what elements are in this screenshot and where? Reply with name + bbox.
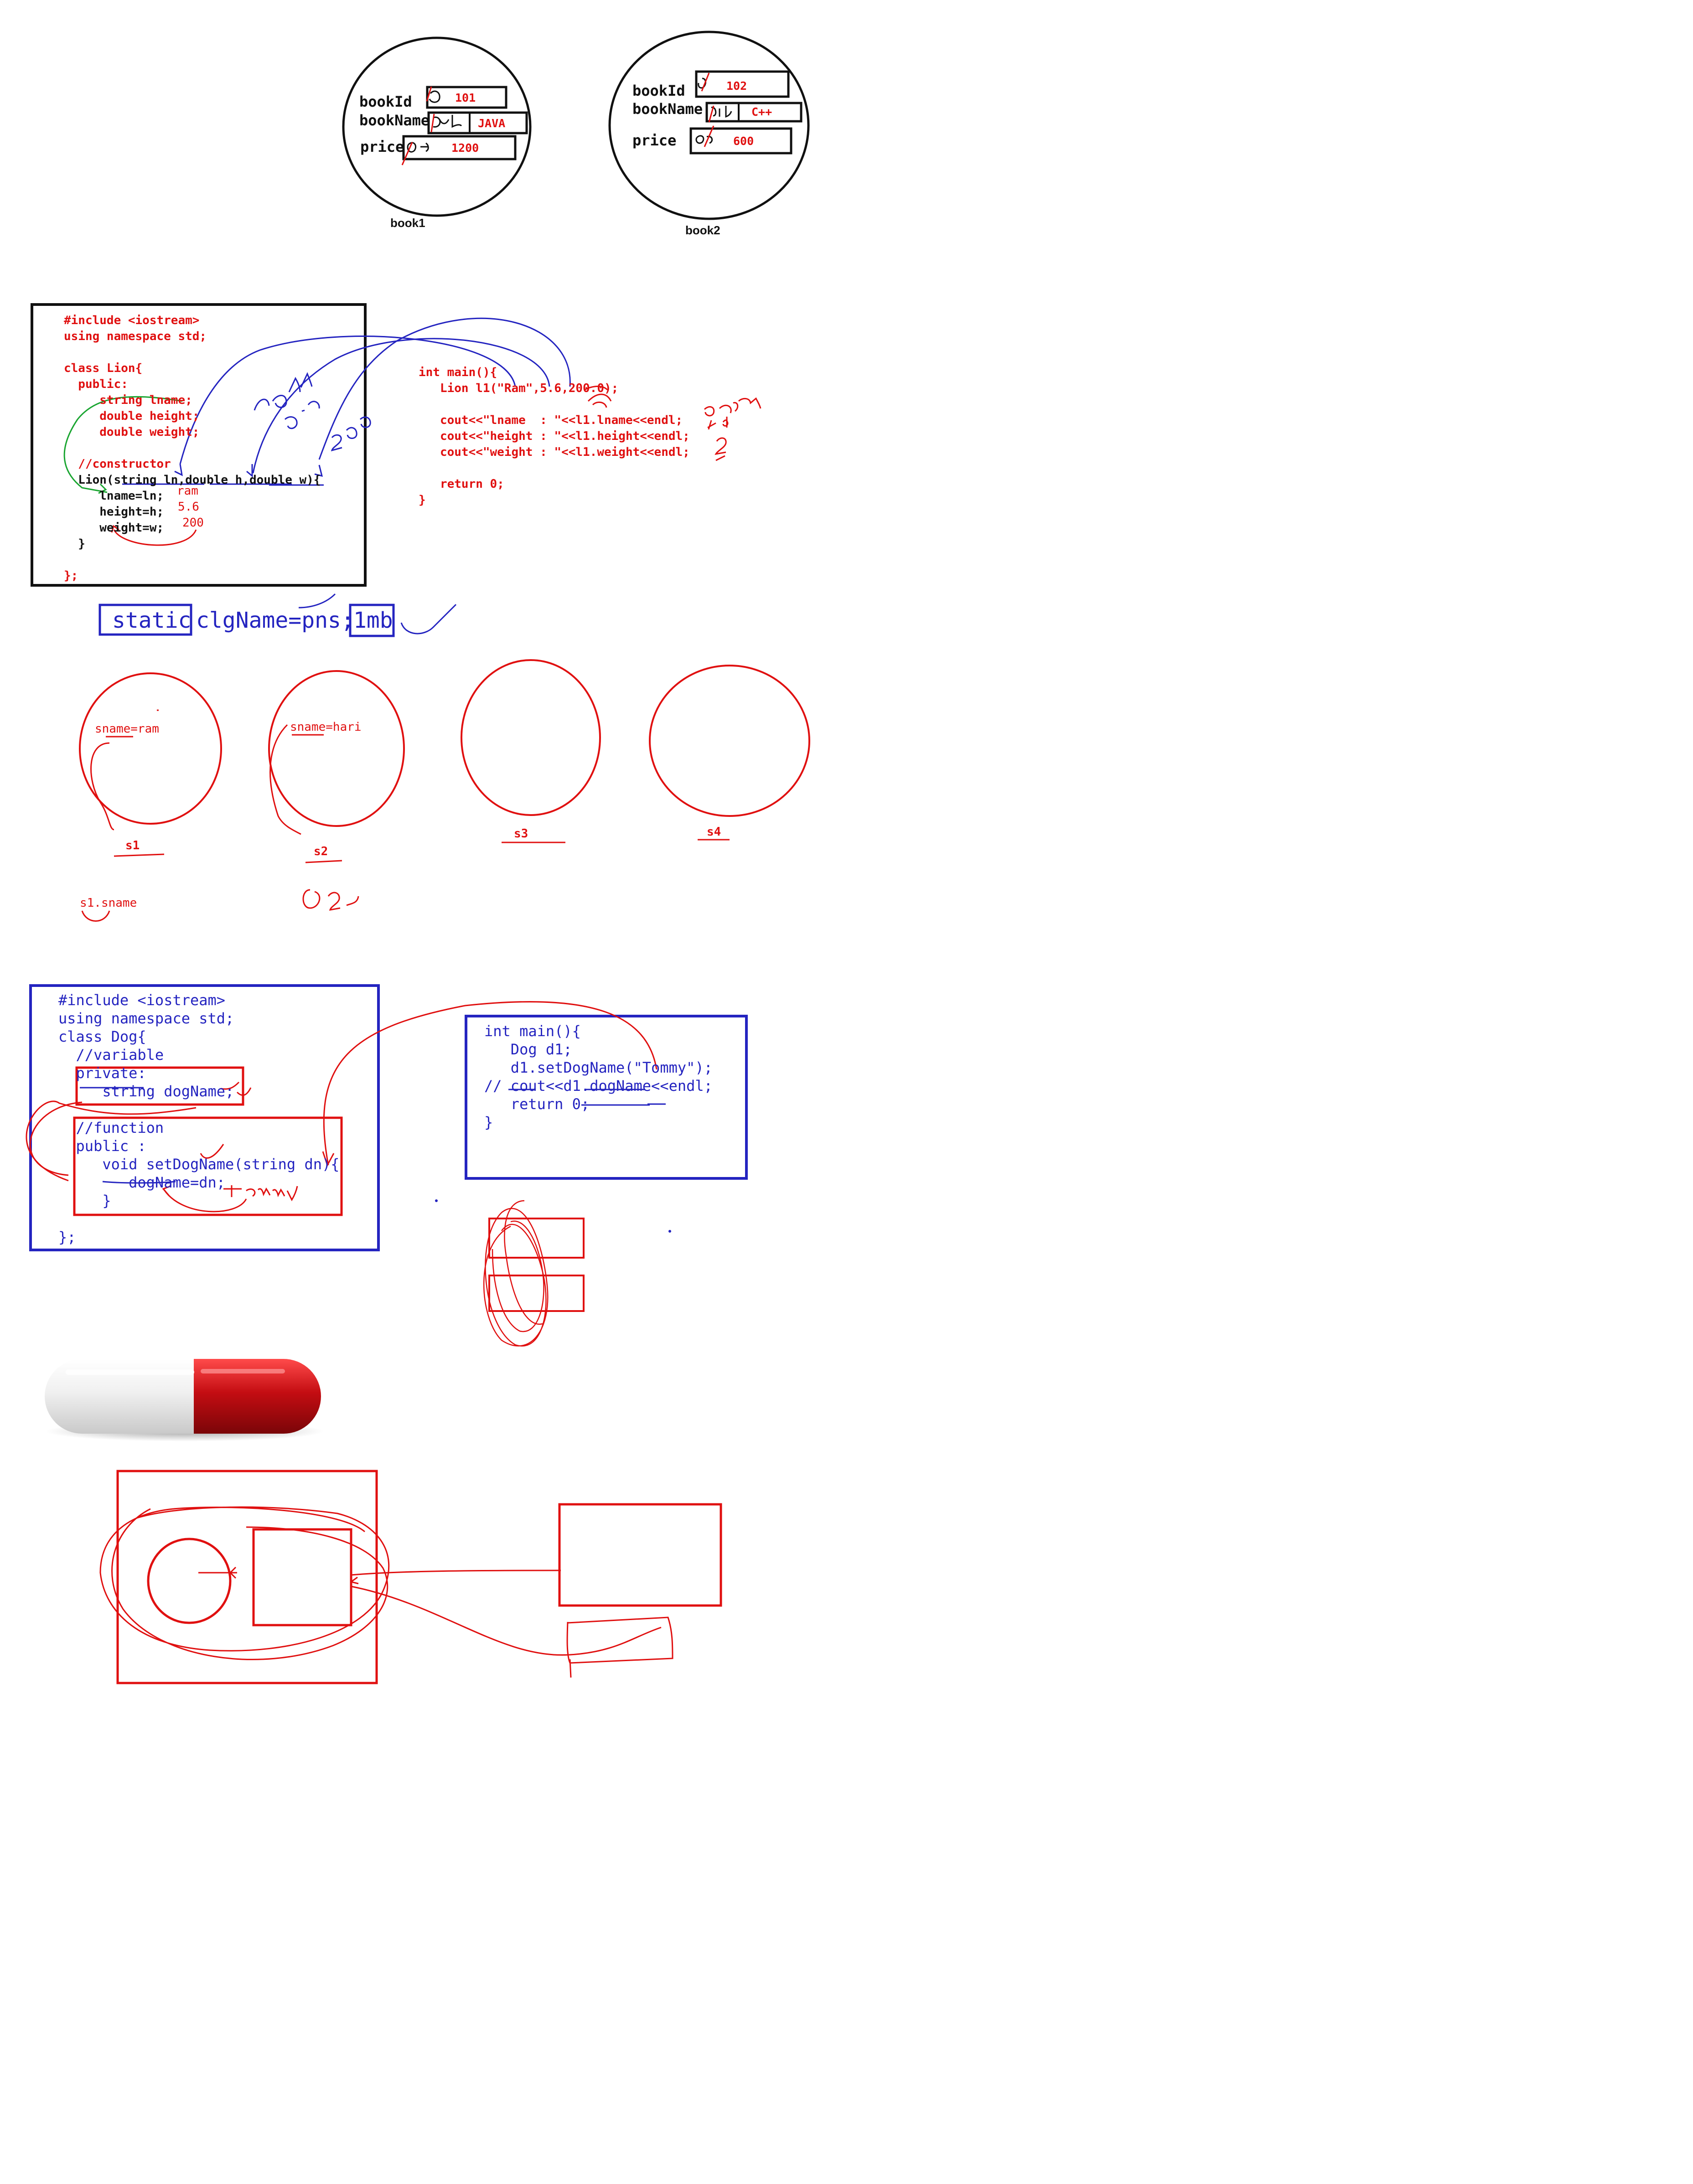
book1-caption: book1 [390,216,425,230]
lname-annotation: ram [177,484,198,498]
code-line: public : [58,1137,146,1155]
code-line: int main(){ [484,1022,581,1040]
size-box [349,604,395,637]
code-line: class Dog{ [58,1028,146,1045]
code-line: cout<<"height : "<<l1.height<<endl; [419,429,690,443]
dog-main-code: int main(){ Dog d1; d1.setDogName("Tommy… [484,1022,713,1131]
code-line: //function [58,1119,164,1136]
public-section-box [73,1116,343,1216]
s4-caption: s4 [707,825,721,839]
static-keyword: static [112,608,192,633]
code-line: Dog d1; [484,1041,572,1058]
s1-field: sname=ram [95,722,159,736]
private-section-box [75,1066,244,1106]
book1-bookid-value: 101 [455,91,476,104]
s1-caption: s1 [125,839,140,852]
book2-price-label: price [632,132,677,149]
code-line: double height; [64,409,200,423]
code-line: }; [58,1229,76,1246]
argument-flow-arrows [174,317,571,478]
code-line: }; [64,569,78,583]
dog-class-code: #include <iostream> using namespace std;… [58,991,340,1246]
code-line: //constructor [64,457,171,471]
s2-field: sname=hari [290,720,362,734]
constructor-signature: Lion(string ln,double h,double w){ [64,473,321,487]
code-line: string lname; [64,393,192,407]
code-line: } [484,1114,493,1131]
book2-price-value: 600 [733,134,754,148]
code-line: int main(){ [419,366,497,379]
code-line: cout<<"weight : "<<l1.weight<<endl; [419,445,690,459]
book1-bookname-label: bookName [359,112,430,129]
code-line: using namespace std; [64,330,207,343]
static-declaration: clgName=pns; [196,608,354,633]
code-line: } [58,1192,111,1209]
code-line: public: [64,377,128,391]
book2-caption: book2 [685,223,720,237]
code-line: class Lion{ [64,361,143,375]
code-line: #include <iostream> [58,991,226,1009]
code-line: return 0; [419,477,504,491]
s3-caption: s3 [514,827,528,841]
code-line: // cout<<d1.dogName<<endl; [484,1077,713,1095]
code-line: Lion l1("Ram",5.6,200.0); [419,382,619,395]
lion-code-frame [31,303,367,587]
code-line: height=h; [64,505,164,519]
green-flow-arrow [63,396,183,493]
code-line: weight=w; [64,521,164,535]
book1-bookid-label: bookId [359,93,412,110]
lion-main-code: int main(){ Lion l1("Ram",5.6,200.0); co… [419,365,690,508]
student-objects [79,659,810,827]
code-line: double weight; [64,425,200,439]
memory-scribble [483,1200,549,1347]
height-annotation: 5.6 [178,500,199,514]
code-line: d1.setDogName("Tommy"); [484,1059,713,1076]
lion-class-code: #include <iostream> using namespace std;… [64,313,321,584]
weight-annotation: 200 [182,516,204,530]
code-line: void setDogName(string dn){ [58,1156,340,1173]
book1-price-label: price [360,138,404,155]
s1-access-expression: s1.sname [80,896,137,910]
code-line: } [64,537,85,551]
code-line: return 0; [484,1095,590,1113]
book1-bookname-value: JAVA [478,117,506,130]
book2-object [608,31,810,220]
s2-caption: s2 [314,845,328,858]
book2-bookid-value: 102 [726,79,747,93]
dog-main-frame [465,1015,748,1180]
static-keyword-box [98,604,192,636]
code-line: cout<<"lname : "<<l1.lname<<endl; [419,413,683,427]
code-line: private: [58,1064,146,1082]
code-line: dogName=dn; [58,1174,226,1191]
book1-price-value: 1200 [451,141,479,155]
code-line: } [419,493,426,507]
code-line: string dogName; [58,1083,234,1100]
book2-bookname-label: bookName [632,100,703,118]
static-size: 1mb [353,608,393,633]
code-line: lname=ln; [64,489,164,503]
code-line: //variable [58,1046,164,1064]
book2-bookname-value: C++ [751,105,772,119]
book1-object [342,36,532,217]
book2-bookid-label: bookId [632,82,685,99]
code-line: #include <iostream> [64,314,200,327]
dog-code-frame [29,984,380,1251]
capsule-icon [45,1359,324,1441]
code-line: using namespace std; [58,1010,234,1027]
